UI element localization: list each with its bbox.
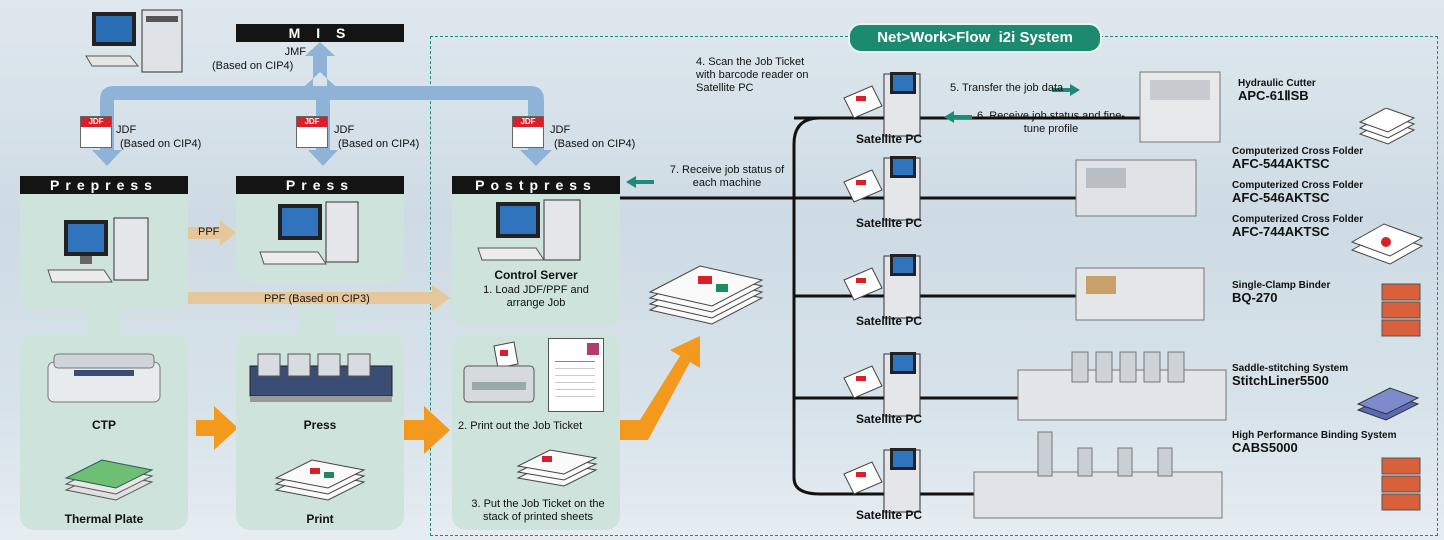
job-ticket-image xyxy=(548,338,604,412)
press-header: Press xyxy=(236,176,404,194)
jdf-note: (Based on CIP4) xyxy=(554,138,636,150)
cut-sheets-product-icon xyxy=(1358,107,1416,148)
folded-sheets-product-icon xyxy=(1350,220,1424,266)
cross-folder-image xyxy=(1056,150,1216,230)
jmf-note: (Based on CIP4) xyxy=(212,60,294,72)
jdf-note: (Based on CIP4) xyxy=(338,138,420,150)
jdf-label: JDF xyxy=(550,124,571,136)
ctp-to-press-arrow xyxy=(196,406,238,450)
system-title-badge xyxy=(848,23,1102,53)
satellite-pc-icon xyxy=(843,352,921,417)
step3-label: 3. Put the Job Ticket on the stack of pr… xyxy=(471,498,605,523)
step5-label: 5. Transfer the job data xyxy=(950,82,1064,94)
satellite-pc: Satellite PC xyxy=(838,444,926,539)
machine-name: Computerized Cross Folder xyxy=(1232,180,1364,191)
ticket-on-stack-image xyxy=(512,444,602,490)
ctp-machine-image xyxy=(44,348,164,410)
single-clamp-binder-image xyxy=(1070,258,1210,330)
stitched-booklets-product-icon xyxy=(1356,386,1420,422)
press-computer xyxy=(252,196,372,276)
perfect-bound-books-product-icon xyxy=(1380,454,1422,514)
postpress-header: Postpress xyxy=(452,176,620,194)
satellite-pc-label: Satellite PC xyxy=(856,314,923,328)
ticket-printer-image xyxy=(460,338,540,408)
receive-status-arrow xyxy=(944,111,972,123)
satellite-pc-icon xyxy=(843,72,921,137)
print-stack-image xyxy=(270,446,370,504)
receive-machine-status-arrow xyxy=(626,176,654,188)
machine-model: AFC-744AKTSC xyxy=(1232,224,1330,239)
machine-name: Saddle-stitching System xyxy=(1232,363,1349,374)
mis-jmf-arrow xyxy=(305,42,335,86)
printed-sheets-stack xyxy=(646,262,766,332)
satellite-pc-label: Satellite PC xyxy=(856,216,923,230)
step4-label: 4. Scan the Job Ticket with barcode read… xyxy=(696,56,809,94)
machine-model: BQ-270 xyxy=(1232,290,1278,305)
postpress-to-sheets-arrow xyxy=(620,336,700,440)
jdf-note: (Based on CIP4) xyxy=(120,138,202,150)
step1-label: 1. Load JDF/PPF and arrange Job xyxy=(483,284,589,309)
ppf-long-arrow xyxy=(188,285,450,311)
machine-name: Computerized Cross Folder xyxy=(1232,214,1364,225)
mis-header: M I S xyxy=(236,24,404,42)
machine-model: AFC-546AKTSC xyxy=(1232,190,1330,205)
machine-model: StitchLiner5500 xyxy=(1232,373,1329,388)
mis-computer xyxy=(84,8,194,78)
jdf-label: JDF xyxy=(334,124,355,136)
control-server-computer xyxy=(470,196,600,268)
control-server-label: Control Server xyxy=(494,268,578,282)
jdf-label: JDF xyxy=(116,124,137,136)
step2-label: 2. Print out the Job Ticket xyxy=(458,420,583,432)
ppf-long-label: PPF (Based on CIP3) xyxy=(264,293,370,305)
thermal-plate-label: Thermal Plate xyxy=(64,512,144,526)
satellite-pc-label: Satellite PC xyxy=(856,132,923,146)
prepress-header: Prepress xyxy=(20,176,188,194)
press-label: Press xyxy=(303,418,337,432)
jdf-distribution-bus xyxy=(92,86,552,166)
satellite-pc: Satellite PC xyxy=(838,152,926,247)
satellite-pc: Satellite PC xyxy=(838,348,926,443)
step7-label: 7. Receive job status of each machine xyxy=(669,164,785,189)
satellite-pc-label: Satellite PC xyxy=(856,412,923,426)
print-label: Print xyxy=(306,512,334,526)
network-backbone xyxy=(792,116,821,496)
transfer-arrow xyxy=(1052,84,1080,96)
jmf-label: JMF xyxy=(284,46,306,58)
system-title: Net>Work>Flow i2i System xyxy=(877,29,1073,46)
machine-model: CABS5000 xyxy=(1232,440,1298,455)
thermal-plate-image xyxy=(56,444,156,504)
cabs-binding-image xyxy=(968,422,1228,534)
jdf-file-icon: JDF xyxy=(296,116,328,148)
satellite-pc-icon xyxy=(843,254,921,319)
jdf-file-icon: JDF xyxy=(80,116,112,148)
machine-name: Single-Clamp Binder xyxy=(1232,280,1331,291)
ctp-label: CTP xyxy=(92,418,116,432)
machine-name: Hydraulic Cutter xyxy=(1238,78,1316,89)
bound-books-product-icon xyxy=(1380,280,1422,340)
satellite-pc-label: Satellite PC xyxy=(856,508,923,522)
ppf-label: PPF xyxy=(198,226,220,238)
machine-model: AFC-544AKTSC xyxy=(1232,156,1330,171)
press-to-postpress-arrow xyxy=(402,406,450,454)
satellite-pc: Satellite PC xyxy=(838,250,926,345)
satellite-pc-icon xyxy=(843,448,921,513)
press-machine-image xyxy=(246,346,396,408)
machine-name: Computerized Cross Folder xyxy=(1232,146,1364,157)
machine-model: APC-61ⅡSB xyxy=(1238,88,1309,103)
jdf-file-icon: JDF xyxy=(512,116,544,148)
saddle-stitching-image xyxy=(1012,346,1232,432)
satellite-pc-icon xyxy=(843,156,921,221)
hydraulic-cutter-image xyxy=(1130,66,1230,148)
ppf-short-arrow xyxy=(188,220,236,246)
prepress-computer xyxy=(42,212,162,292)
machine-name: High Performance Binding System xyxy=(1232,430,1397,441)
step6-label: 6. Receive job status and fine-tune prof… xyxy=(977,110,1125,135)
satellite-pc: Satellite PC xyxy=(838,68,926,163)
